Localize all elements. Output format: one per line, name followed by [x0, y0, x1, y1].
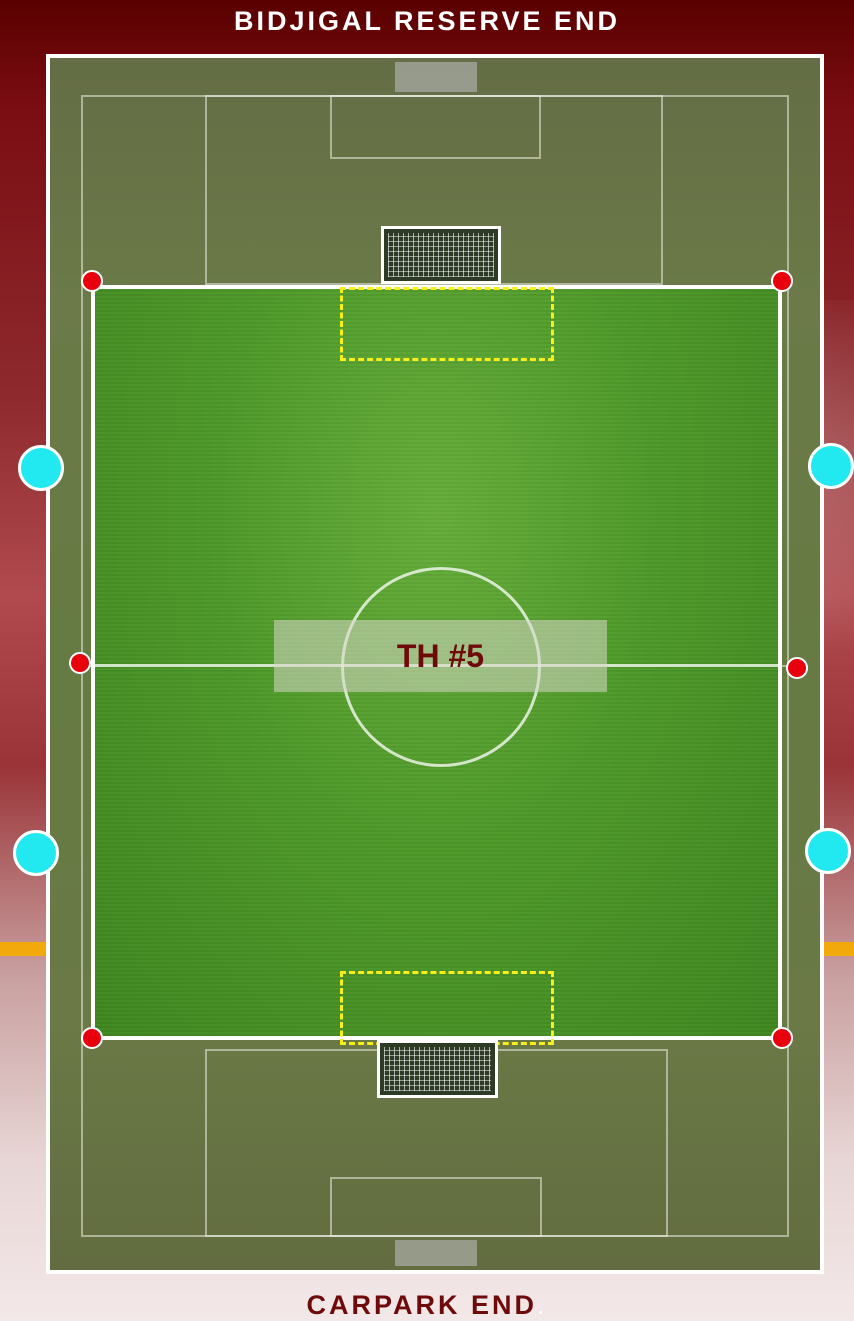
- side-marker-lower-right: [805, 828, 851, 874]
- corner-marker-bottom-left: [81, 1027, 103, 1049]
- side-marker-upper-right: [808, 443, 854, 489]
- bottom-goal: [377, 1040, 498, 1098]
- field-label-box: TH #5: [274, 620, 607, 692]
- halfway-marker-right: [786, 657, 808, 679]
- bottom-goal-net: [384, 1047, 491, 1091]
- corner-marker-bottom-right: [771, 1027, 793, 1049]
- top-goal: [381, 226, 501, 284]
- side-marker-upper-left: [18, 445, 64, 491]
- side-marker-lower-left: [13, 830, 59, 876]
- corner-marker-top-left: [81, 270, 103, 292]
- corner-marker-top-right: [771, 270, 793, 292]
- top-goal-area: [340, 287, 554, 361]
- bottom-end-label: CARPARK END.: [0, 1290, 854, 1321]
- field-label: TH #5: [397, 638, 484, 675]
- bottom-end-label-dot: .: [537, 1290, 548, 1320]
- bottom-goal-area: [340, 971, 554, 1045]
- top-end-label: BIDJIGAL RESERVE END: [0, 6, 854, 37]
- top-goal-net: [388, 233, 494, 277]
- halfway-marker-left: [69, 652, 91, 674]
- bottom-end-label-text: CARPARK END: [306, 1290, 537, 1320]
